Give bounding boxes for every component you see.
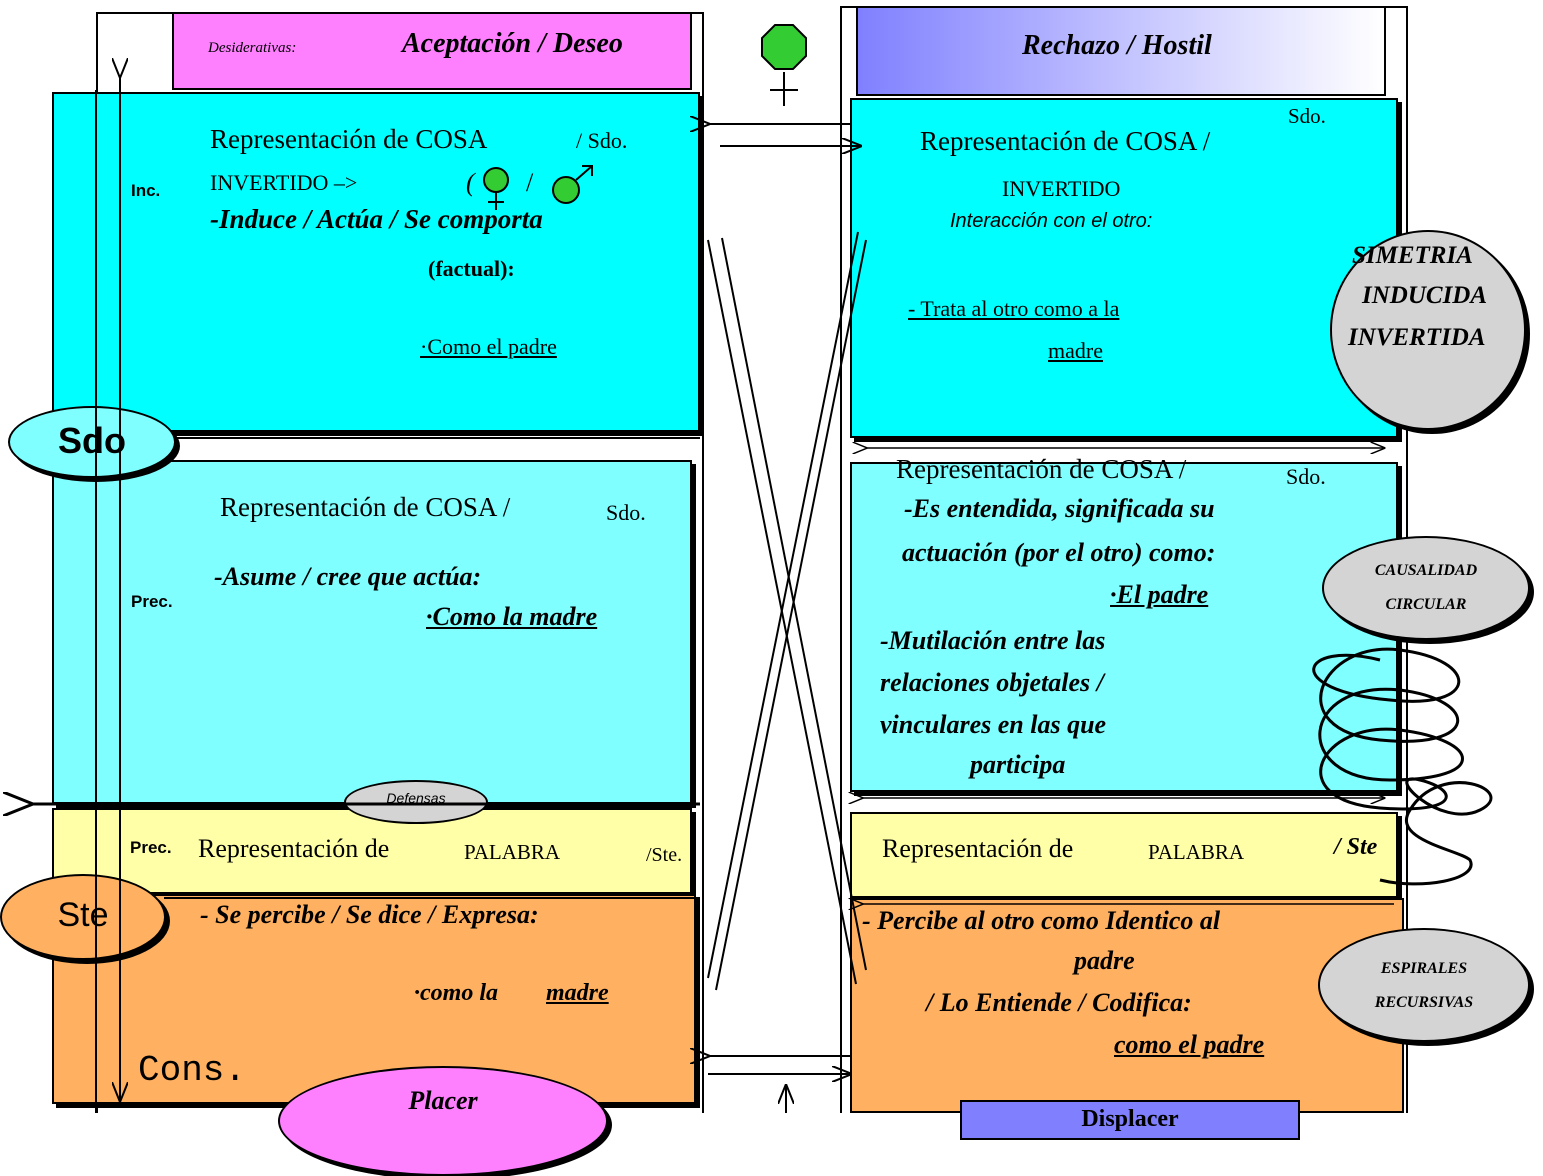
left-box1-title: Representación de COSA	[210, 124, 488, 154]
right-box2-line7: vinculares en las que	[880, 710, 1107, 739]
female-octagon-icon	[761, 24, 807, 106]
right-box-palabra: Representación de PALABRA / Ste	[850, 812, 1398, 898]
left-box2-title-suffix: Sdo.	[606, 500, 646, 525]
simetria-ellipse: SIMETRIA INDUCIDA INVERTIDA	[1330, 230, 1526, 430]
right-box1-title: Representación de COSA /	[920, 126, 1211, 156]
simetria-line3: INVERTIDA	[1348, 324, 1486, 351]
sdo-ellipse: Sdo	[8, 406, 176, 478]
right-header-title: Rechazo / Hostil	[1022, 30, 1212, 61]
female-symbol-icon	[483, 167, 509, 210]
right-orange-line2: padre	[1074, 946, 1135, 975]
left-box1-line5: ·Como el padre	[420, 334, 557, 359]
placer-label: Placer	[408, 1086, 478, 1115]
defensas-label: Defensas	[386, 790, 446, 806]
left-palabra-prec: Prec.	[130, 838, 172, 857]
espirales-ellipse: ESPIRALES RECURSIVAS	[1318, 928, 1530, 1042]
left-box1-line4: (factual):	[428, 256, 515, 281]
left-orange-line1: - Se percibe / Se dice / Expresa:	[200, 900, 539, 929]
right-box2-line4: ·El padre	[1110, 580, 1209, 609]
causalidad-line2: CIRCULAR	[1385, 596, 1467, 613]
left-header-small: Desiderativas:	[208, 40, 297, 56]
left-box-cosa-invertido: Representación de COSA / Sdo. INVERTIDO …	[52, 92, 700, 432]
left-box2-line2: -Asume / cree que actúa:	[214, 562, 482, 591]
simetria-line2: INDUCIDA	[1362, 282, 1488, 309]
right-box2-title: Representación de COSA /	[896, 454, 1187, 484]
right-box1-line3: Interacción con el otro:	[950, 210, 1153, 232]
espirales-line2: RECURSIVAS	[1374, 994, 1474, 1011]
right-palabra-text: Representación de	[882, 834, 1074, 863]
right-palabra-suffix: / Ste	[1334, 834, 1378, 860]
male-symbol-icon	[552, 165, 593, 204]
left-box-palabra: Prec. Representación de PALABRA /Ste.	[52, 808, 692, 894]
left-orange-cons: Cons.	[138, 1050, 247, 1091]
left-palabra-word: PALABRA	[464, 840, 561, 864]
left-box1-paren: (	[466, 168, 475, 197]
right-box1-title-suffix: Sdo.	[1288, 104, 1326, 128]
left-palabra-suffix: /Ste.	[646, 844, 683, 866]
left-box1-line3: -Induce / Actúa / Se comporta	[210, 204, 543, 234]
connector-lines	[0, 0, 1493, 1113]
causalidad-ellipse: CAUSALIDAD CIRCULAR	[1322, 536, 1530, 640]
right-box2-title-suffix: Sdo.	[1286, 464, 1326, 489]
right-box2-line5: -Mutilación entre las	[880, 626, 1106, 655]
right-box2-line2: -Es entendida, significada su	[904, 494, 1215, 523]
right-orange-line1: - Percibe al otro como Identico al	[862, 906, 1221, 935]
left-box-cosa-asume: Representación de COSA / Sdo. -Asume / c…	[52, 460, 692, 804]
right-orange-line4: como el padre	[1114, 1030, 1265, 1059]
right-header: Rechazo / Hostil	[856, 6, 1386, 96]
right-box1-line4: - Trata al otro como a la	[908, 296, 1120, 321]
ste-ellipse: Ste	[0, 874, 166, 960]
simetria-line1: SIMETRIA	[1352, 242, 1473, 269]
espirales-line1: ESPIRALES	[1380, 960, 1468, 977]
ste-label: Ste	[57, 896, 109, 934]
left-orange-line2b: madre	[546, 980, 609, 1006]
left-box1-line2: INVERTIDO –>	[210, 170, 358, 195]
right-box2-line8: participa	[970, 750, 1066, 779]
right-orange-line3: / Lo Entiende / Codifica:	[926, 988, 1192, 1017]
left-box1-slash: /	[526, 168, 534, 197]
right-box2-line3: actuación (por el otro) como:	[902, 538, 1216, 567]
left-box2-title: Representación de COSA /	[220, 492, 511, 522]
left-header: Desiderativas: Aceptación / Deseo	[172, 12, 692, 90]
right-box-cosa-entendida: Representación de COSA / Sdo. -Es entend…	[850, 454, 1398, 792]
left-inc-label: Inc.	[131, 181, 161, 200]
left-box1-title-suffix: / Sdo.	[576, 128, 628, 153]
left-header-title: Aceptación / Deseo	[402, 28, 623, 59]
left-orange-line2: ·como la	[414, 980, 498, 1006]
right-box2-line6: relaciones objetales /	[880, 668, 1104, 697]
right-box1-line2: INVERTIDO	[1002, 176, 1121, 201]
causalidad-line1: CAUSALIDAD	[1374, 562, 1478, 579]
right-box1-line5: madre	[1048, 338, 1103, 363]
right-palabra-word: PALABRA	[1148, 840, 1245, 864]
left-box2-line3: ·Como la madre	[426, 602, 598, 631]
defensas-ellipse: Defensas	[344, 780, 488, 824]
left-prec-label: Prec.	[131, 592, 173, 611]
left-palabra-text: Representación de	[198, 834, 390, 863]
